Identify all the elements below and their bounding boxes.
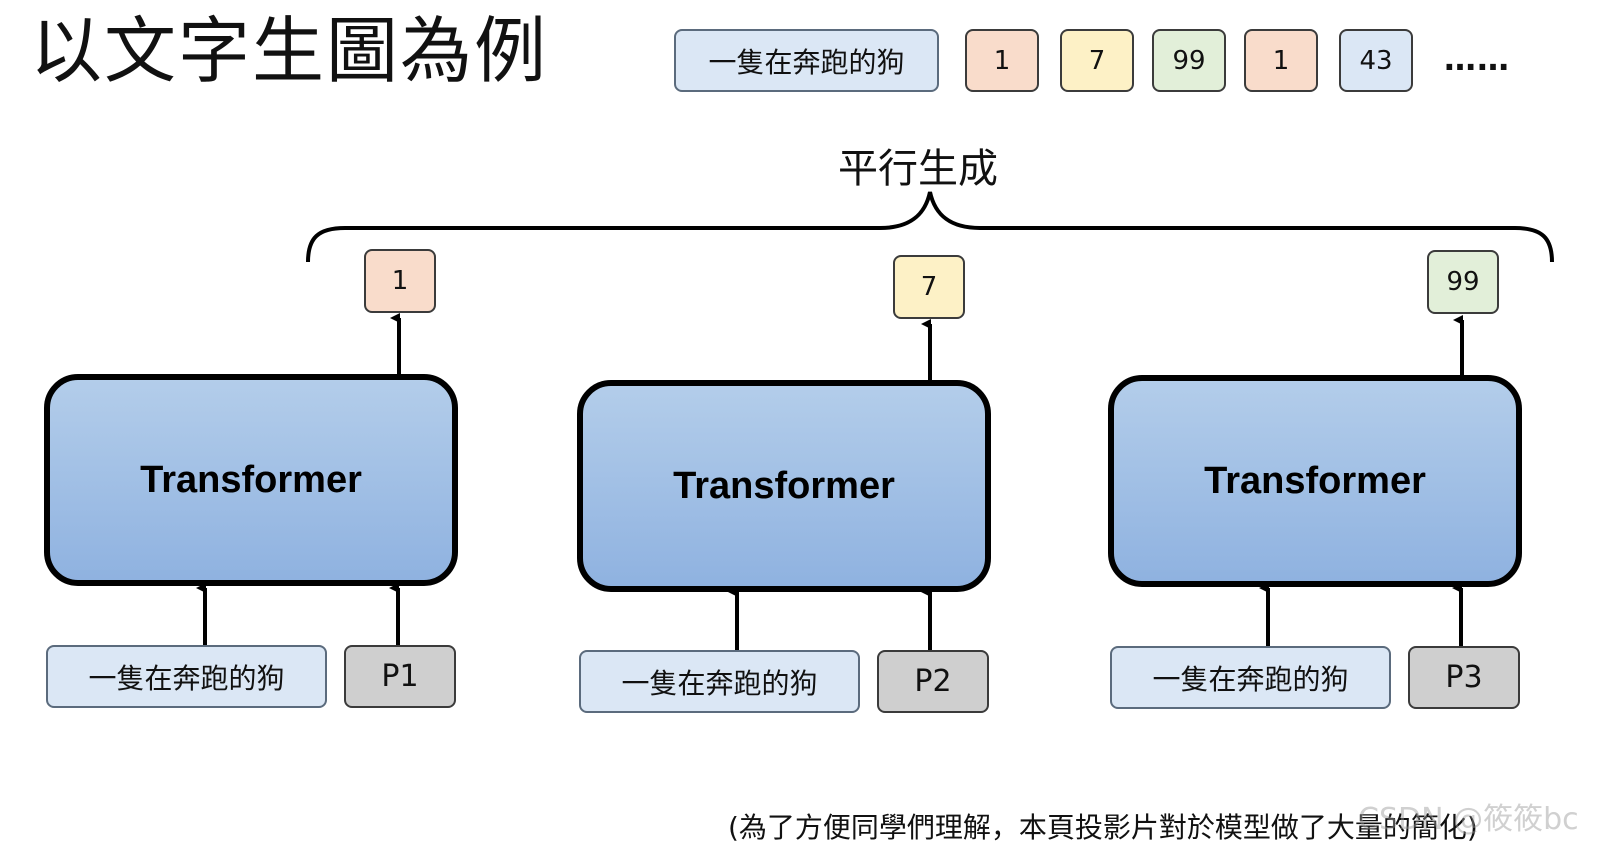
- brace-label: 平行生成: [838, 146, 998, 192]
- parallel-brace: [306, 191, 1554, 263]
- page-title: 以文字生圖為例: [30, 9, 549, 93]
- sequence-ellipsis: ……: [1444, 40, 1510, 78]
- sequence-token: 1: [965, 29, 1039, 92]
- transformer-block-1: Transformer: [44, 374, 458, 586]
- footnote: (為了方便同學們理解，本頁投影片對於模型做了大量的簡化): [728, 811, 1478, 844]
- sequence-prompt-box: 一隻在奔跑的狗: [674, 29, 939, 92]
- sequence-token: 7: [1060, 29, 1134, 92]
- prompt-box-1: 一隻在奔跑的狗: [46, 645, 327, 708]
- output-token-1: 1: [364, 249, 436, 313]
- position-box-3: P3: [1408, 646, 1520, 709]
- output-token-2: 7: [893, 255, 965, 319]
- prompt-box-2: 一隻在奔跑的狗: [579, 650, 860, 713]
- transformer-block-3: Transformer: [1108, 375, 1522, 587]
- sequence-token: 99: [1152, 29, 1226, 92]
- position-box-2: P2: [877, 650, 989, 713]
- sequence-token: 43: [1339, 29, 1413, 92]
- position-box-1: P1: [344, 645, 456, 708]
- prompt-box-3: 一隻在奔跑的狗: [1110, 646, 1391, 709]
- watermark: CSDN @筱筱bc: [1358, 802, 1579, 837]
- transformer-block-2: Transformer: [577, 380, 991, 592]
- sequence-token: 1: [1244, 29, 1318, 92]
- output-token-3: 99: [1427, 250, 1499, 314]
